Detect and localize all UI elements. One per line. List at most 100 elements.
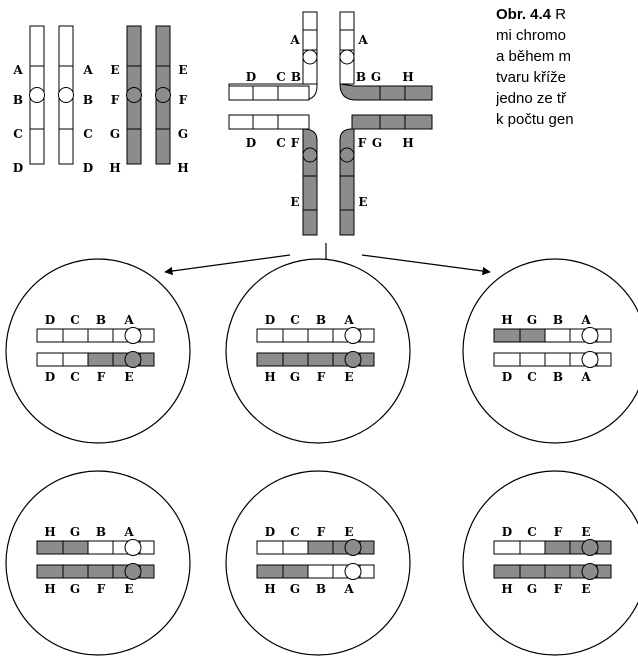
gene-segment [359, 328, 375, 343]
gene-label: A [343, 582, 354, 596]
gene-label: G [178, 127, 188, 141]
gene-segment [36, 564, 64, 579]
gene-segment [256, 352, 284, 367]
gene-label: E [110, 63, 119, 77]
gene-segment [256, 328, 284, 343]
gene-label: E [290, 195, 299, 209]
gene-label: D [265, 313, 275, 327]
centromere [124, 351, 142, 368]
centromere [344, 351, 362, 368]
centromere [581, 351, 599, 368]
gene-label: D [502, 525, 512, 539]
gene-label: B [553, 313, 563, 327]
centromere [344, 563, 362, 580]
gene-segment [62, 352, 89, 367]
centromere [581, 563, 599, 580]
gene-label: A [12, 63, 23, 77]
stem-bottom-left [302, 128, 318, 236]
gene-label: F [97, 370, 106, 384]
gene-segment [307, 564, 334, 579]
gene-label: E [124, 370, 133, 384]
gene-segment [544, 540, 571, 555]
gene-label: H [44, 582, 55, 596]
gene-segment [359, 352, 375, 367]
gene-label: G [290, 370, 300, 384]
gene-segment [139, 540, 155, 555]
gene-label: C [290, 525, 300, 539]
gene-label: G [70, 525, 80, 539]
chromosome-3: E F G H [109, 25, 142, 175]
cell-circle [462, 258, 638, 444]
gene-label: D [265, 525, 275, 539]
gene-label: H [109, 161, 120, 175]
gene-label: C [276, 136, 286, 150]
gene-label: B [96, 525, 106, 539]
gene-segment [493, 540, 521, 555]
gene-segment [359, 540, 375, 555]
gene-label: A [580, 370, 591, 384]
gene-label: E [581, 525, 590, 539]
figure-caption: Obr. 4.4 R mi chromo a během m tvaru kří… [496, 4, 638, 130]
arrow [164, 254, 291, 276]
gene-label: F [317, 525, 326, 539]
gene-label: H [402, 70, 413, 84]
gene-segment [155, 25, 171, 67]
gene-segment [596, 540, 612, 555]
gene-label: B [96, 313, 106, 327]
gene-label: C [527, 525, 537, 539]
centromere [581, 327, 599, 344]
gene-label: A [289, 33, 300, 47]
caption-line-4: tvaru kříže [496, 69, 567, 86]
gene-segment [519, 352, 546, 367]
gene-label: A [357, 33, 368, 47]
gene-label: G [110, 127, 120, 141]
gene-label: F [97, 582, 106, 596]
gene-segment [36, 352, 64, 367]
gene-segment [139, 352, 155, 367]
caption-line-1: Obr. 4.4 R [496, 6, 567, 23]
gene-label: H [177, 161, 188, 175]
gene-label: H [264, 582, 275, 596]
gene-label: H [264, 370, 275, 384]
gene-label: C [70, 370, 80, 384]
centromere [302, 147, 318, 163]
gene-label: F [179, 93, 188, 107]
cell-circle [5, 258, 191, 444]
centromere [344, 327, 362, 344]
gene-segment [519, 564, 546, 579]
gene-segment [519, 328, 546, 343]
gene-label: B [356, 70, 366, 84]
centromere [339, 49, 355, 65]
gene-label: F [554, 525, 563, 539]
centromere [124, 327, 142, 344]
gene-segment [58, 128, 74, 165]
gene-segment [544, 564, 571, 579]
caption-line-6: k počtu gen [496, 111, 574, 128]
gene-segment [29, 25, 45, 67]
gene-segment [58, 98, 74, 130]
gene-segment [87, 352, 114, 367]
gene-label: H [501, 313, 512, 327]
gene-segment [126, 128, 142, 165]
gene-label: G [527, 582, 537, 596]
gene-label: C [13, 127, 23, 141]
gene-label: G [70, 582, 80, 596]
gene-label: F [111, 93, 120, 107]
gene-label: H [44, 525, 55, 539]
gene-label: B [83, 93, 93, 107]
gene-label: D [45, 313, 55, 327]
gene-label: G [290, 582, 300, 596]
gene-segment [87, 564, 114, 579]
gene-label: B [553, 370, 563, 384]
gene-label: H [501, 582, 512, 596]
gene-segment [596, 564, 612, 579]
gene-segment [256, 540, 284, 555]
gene-label: E [581, 582, 590, 596]
gene-label: D [13, 161, 23, 175]
